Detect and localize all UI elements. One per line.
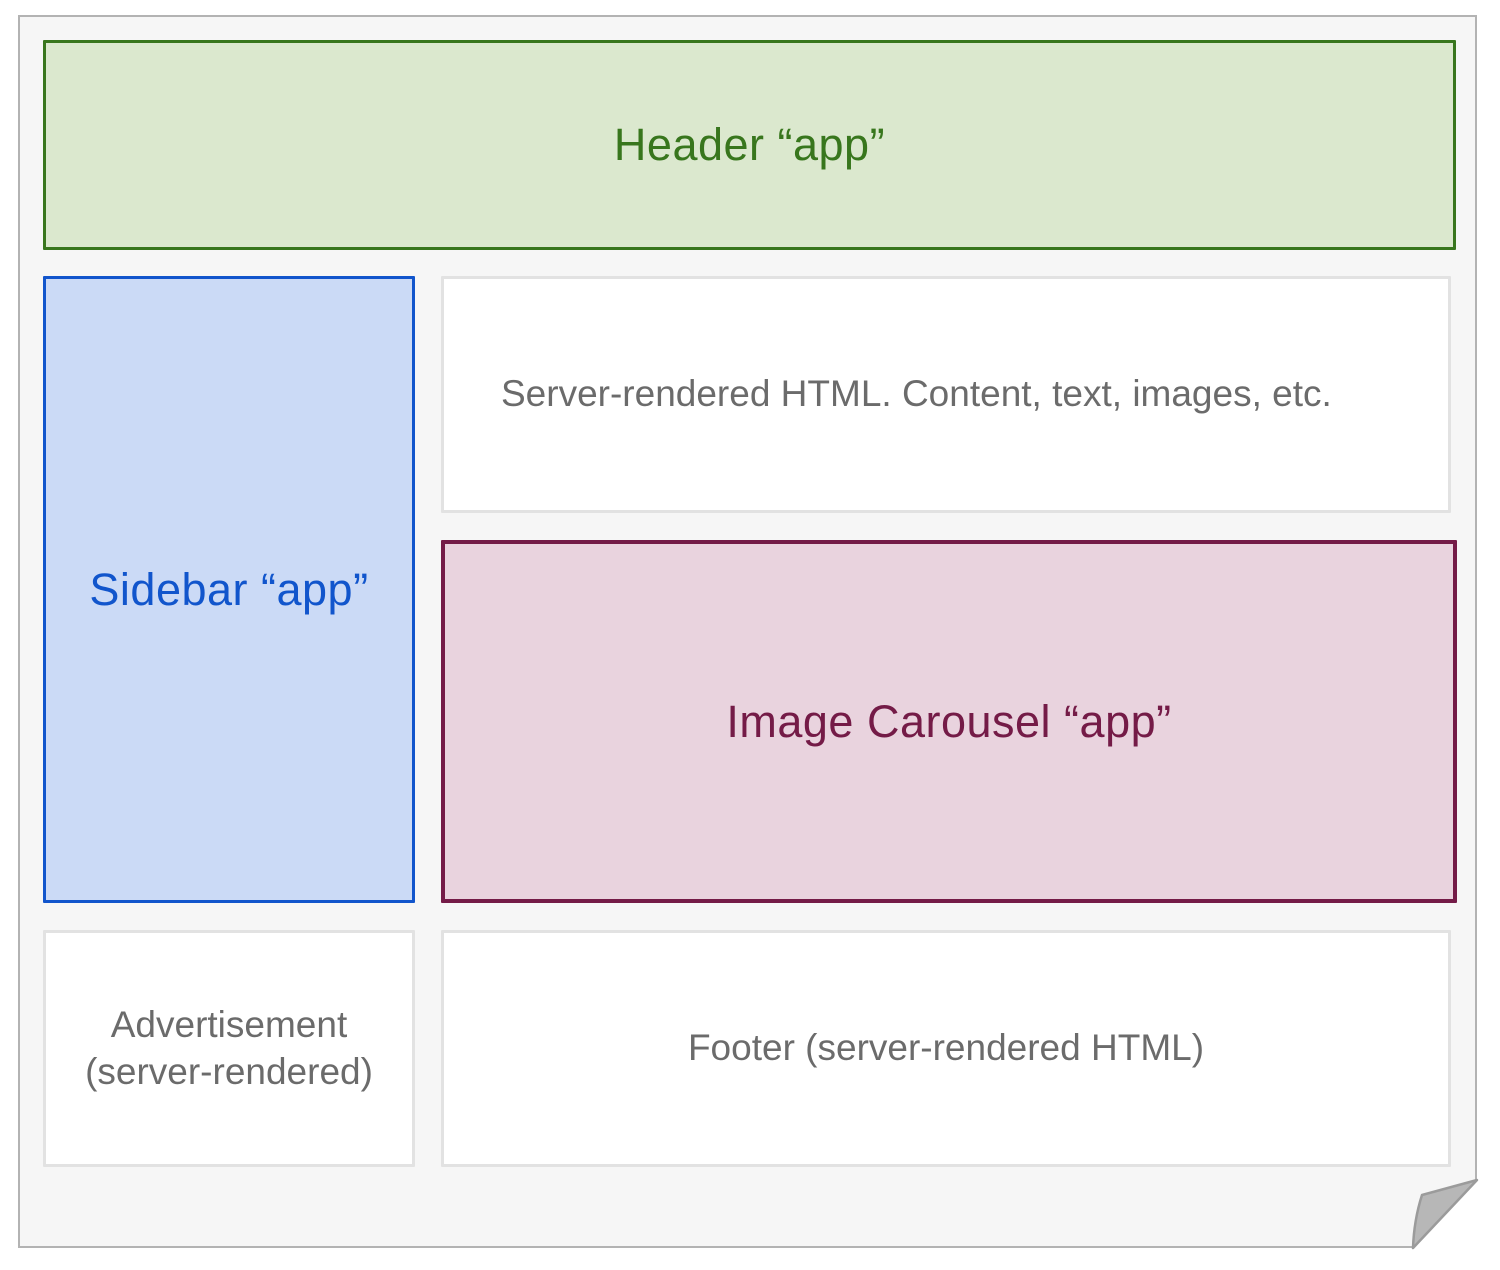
- advertisement-box: Advertisement (server-rendered): [43, 930, 415, 1167]
- header-app-box: Header “app”: [43, 40, 1456, 250]
- sidebar-app-label: Sidebar “app”: [89, 563, 369, 615]
- footer-box: Footer (server-rendered HTML): [441, 930, 1451, 1167]
- paper-sheet: Header “app” Sidebar “app” Server-render…: [18, 15, 1477, 1248]
- image-carousel-app-box: Image Carousel “app”: [441, 540, 1457, 903]
- advertisement-label: Advertisement (server-rendered): [85, 1004, 373, 1092]
- footer-label: Footer (server-rendered HTML): [687, 1027, 1205, 1069]
- server-rendered-content-box: Server-rendered HTML. Content, text, ima…: [441, 276, 1451, 513]
- header-app-label: Header “app”: [613, 119, 886, 170]
- image-carousel-app-label: Image Carousel “app”: [726, 695, 1172, 747]
- sidebar-app-box: Sidebar “app”: [43, 276, 415, 903]
- server-rendered-content-label: Server-rendered HTML. Content, text, ima…: [501, 373, 1332, 415]
